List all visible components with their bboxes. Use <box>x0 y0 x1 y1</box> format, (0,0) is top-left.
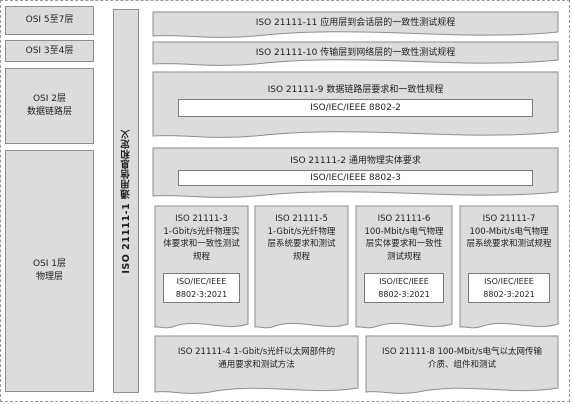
std-21111-6: ISO 21111-6 100-Mbit/s电气物理 层实体要求和一致性 测试规… <box>356 213 452 263</box>
std-21111-7-ref-box: ISO/IEC/IEEE 8802-3:2021 <box>468 273 550 303</box>
std-21111-6-line2: 100-Mbit/s电气物理 <box>364 226 444 237</box>
std-21111-6-ref-line1: ISO/IEC/IEEE <box>379 277 429 286</box>
std-21111-6-line3: 层实体要求和一致性 <box>365 239 443 249</box>
std-21111-9-title: ISO 21111-9 数据链路层要求和一致性规程 <box>267 85 444 95</box>
std-21111-6-ref-box: ISO/IEC/IEEE 8802-3:2021 <box>364 273 444 303</box>
std-21111-11: ISO 21111-11 应用层到会话层的一致性测试规程 <box>153 15 558 28</box>
osi-layer-1: OSI 1层 物理层 <box>5 150 94 392</box>
doc-shape-21111-5 <box>254 205 349 329</box>
std-21111-3-line4: 规程 <box>192 251 210 262</box>
osi-layer-1-label: OSI 1层 <box>32 259 67 269</box>
std-21111-7-ref-line2: 8802-3:2021 <box>483 290 535 299</box>
doc-shape-21111-8 <box>365 335 559 394</box>
osi-layer-5-7: OSI 5至7层 <box>5 6 94 35</box>
std-21111-3-line3: 体要求和一致性测试 <box>163 239 240 249</box>
std-21111-3-line2: 1-Gbit/s光纤物理实 <box>163 226 240 237</box>
std-21111-3-ref-line2: 8802-3:2021 <box>175 290 228 299</box>
std-21111-3-id: ISO 21111-3 <box>175 214 228 224</box>
std-21111-2-ref: ISO/IEC/IEEE 8802-3 <box>310 173 401 183</box>
osi-layer-2-sublabel: 数据链路层 <box>26 107 72 117</box>
std-21111-7-ref-line1: ISO/IEC/IEEE <box>484 277 534 286</box>
std-21111-2-title: ISO 21111-2 通用物理实体要求 <box>290 156 421 166</box>
std-21111-5-id: ISO 21111-5 <box>275 214 328 224</box>
std-21111-9-ref-box: ISO/IEC/IEEE 8802-2 <box>178 99 533 117</box>
iso-21111-1-bar: ISO 21111-1 通用信息和定义 <box>113 9 139 393</box>
std-21111-6-id: ISO 21111-6 <box>377 214 431 224</box>
doc-shape-21111-11 <box>152 11 559 38</box>
std-21111-8-line1: ISO 21111-8 100-Mbit/s电气以太网传输 <box>381 347 543 357</box>
osi-layer-2-label: OSI 2层 <box>32 94 67 104</box>
std-21111-5-line2: 1-Gbit/s光纤物理 <box>267 226 336 237</box>
std-21111-8-line2: 介质、组件和测试 <box>427 360 496 370</box>
std-21111-4-line1: ISO 21111-4 1-Gbit/s光纤以太网部件的 <box>177 347 336 357</box>
std-21111-7-line3: 层系统要求和测试规程 <box>466 239 552 249</box>
std-21111-9-ref: ISO/IEC/IEEE 8802-2 <box>310 103 401 113</box>
osi-layer-3-4-label: OSI 3至4层 <box>25 45 74 56</box>
std-21111-10-title: ISO 21111-10 传输层到网络层的一致性测试规程 <box>255 48 456 58</box>
std-21111-3: ISO 21111-3 1-Gbit/s光纤物理实 体要求和一致性测试 规程 <box>155 213 248 263</box>
std-21111-4-line2: 通用要求和测试方法 <box>218 360 295 370</box>
std-21111-8: ISO 21111-8 100-Mbit/s电气以太网传输 介质、组件和测试 <box>366 346 558 372</box>
std-21111-7-id: ISO 21111-7 <box>482 214 536 224</box>
std-21111-3-ref-line1: ISO/IEC/IEEE <box>176 277 227 286</box>
std-21111-6-line4: 测试规程 <box>386 251 421 262</box>
std-21111-7: ISO 21111-7 100-Mbit/s电气物理 层系统要求和测试规程 <box>460 213 558 251</box>
std-21111-5-line3: 层系统要求和测试 <box>267 239 336 249</box>
osi-layer-2: OSI 2层 数据链路层 <box>5 68 94 144</box>
std-21111-6-ref-line2: 8802-3:2021 <box>378 290 430 299</box>
std-21111-2: ISO 21111-2 通用物理实体要求 <box>153 153 558 166</box>
osi-layer-5-7-label: OSI 5至7层 <box>25 15 74 25</box>
std-21111-5: ISO 21111-5 1-Gbit/s光纤物理 层系统要求和测试 规程 <box>255 213 348 263</box>
std-21111-5-line4: 规程 <box>292 251 310 262</box>
std-21111-7-line2: 100-Mbit/s电气物理 <box>469 226 549 237</box>
std-21111-11-title: ISO 21111-11 应用层到会话层的一致性测试规程 <box>255 18 456 28</box>
std-21111-2-ref-box: ISO/IEC/IEEE 8802-3 <box>178 170 533 186</box>
doc-shape-21111-4 <box>154 335 359 394</box>
std-21111-3-ref-box: ISO/IEC/IEEE 8802-3:2021 <box>163 273 240 303</box>
osi-layer-1-sublabel: 物理层 <box>35 272 63 282</box>
osi-layer-3-4: OSI 3至4层 <box>5 40 94 62</box>
doc-shape-21111-10 <box>152 41 559 66</box>
std-21111-10: ISO 21111-10 传输层到网络层的一致性测试规程 <box>153 45 558 58</box>
std-21111-9: ISO 21111-9 数据链路层要求和一致性规程 <box>153 82 558 95</box>
std-21111-4: ISO 21111-4 1-Gbit/s光纤以太网部件的 通用要求和测试方法 <box>155 346 358 372</box>
